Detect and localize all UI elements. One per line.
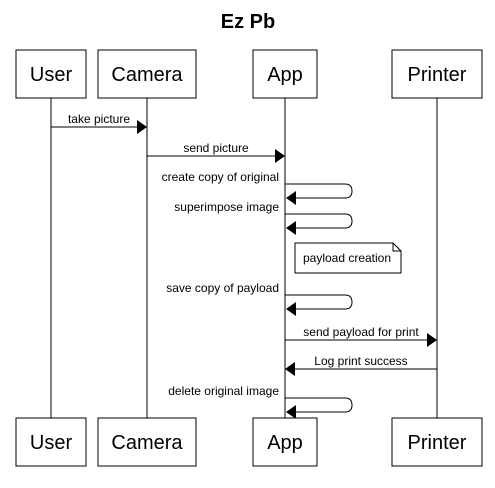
participant-user-bottom: User xyxy=(15,417,87,467)
message-line xyxy=(285,183,353,199)
participant-app-bottom: App xyxy=(252,417,318,467)
participant-label: User xyxy=(30,432,73,454)
message-label: take picture xyxy=(68,112,130,126)
participant-box xyxy=(15,49,87,99)
message-label: delete original image xyxy=(168,384,279,398)
note-fold xyxy=(392,243,401,252)
message: take picture xyxy=(51,112,147,134)
participant-label: Camera xyxy=(111,432,183,454)
message: superimpose image xyxy=(174,200,353,235)
message: send picture xyxy=(147,141,285,163)
messages: take picture send picture create copy of o… xyxy=(51,112,437,419)
note-box xyxy=(294,242,402,274)
arrowhead xyxy=(275,149,285,163)
arrowhead xyxy=(137,120,147,134)
participant-box xyxy=(252,49,318,99)
participant-label: App xyxy=(267,64,303,86)
message-label: send picture xyxy=(183,141,249,155)
note-label: payload creation xyxy=(303,251,391,265)
message-line xyxy=(285,213,353,229)
lifelines xyxy=(50,98,438,418)
participant-camera-top: Camera xyxy=(97,49,197,99)
participant-printer-bottom: Printer xyxy=(391,417,483,467)
message-line xyxy=(285,397,353,413)
participant-app-top: App xyxy=(252,49,318,99)
message: Log print success xyxy=(285,354,437,376)
message-label: send payload for print xyxy=(303,325,419,339)
participant-camera-bottom: Camera xyxy=(97,417,197,467)
diagram-title: Ez Pb xyxy=(221,11,275,33)
participant-box xyxy=(97,49,197,99)
message-line xyxy=(285,294,353,310)
participant-box xyxy=(391,49,483,99)
message-label: Log print success xyxy=(314,354,407,368)
participant-box xyxy=(252,417,318,467)
message: send payload for print xyxy=(285,325,437,347)
note: payload creation xyxy=(294,242,402,274)
message-label: superimpose image xyxy=(174,200,279,214)
arrowhead xyxy=(286,191,296,205)
arrowhead xyxy=(427,333,437,347)
message-label: create copy of original xyxy=(162,170,279,184)
participant-printer-top: Printer xyxy=(391,49,483,99)
participant-box xyxy=(15,417,87,467)
arrowhead xyxy=(285,362,295,376)
message: save copy of payload xyxy=(166,281,353,316)
participant-box xyxy=(97,417,197,467)
message: create copy of original xyxy=(162,170,353,205)
participant-label: Printer xyxy=(408,432,467,454)
participant-label: Camera xyxy=(111,64,183,86)
message: delete original image xyxy=(168,384,353,419)
participant-label: Printer xyxy=(408,64,467,86)
arrowhead xyxy=(286,221,296,235)
participant-label: User xyxy=(30,64,73,86)
participant-label: App xyxy=(267,432,303,454)
participant-box xyxy=(391,417,483,467)
arrowhead xyxy=(286,302,296,316)
arrowhead xyxy=(286,405,296,419)
message-label: save copy of payload xyxy=(166,281,279,295)
participant-user-top: User xyxy=(15,49,87,99)
